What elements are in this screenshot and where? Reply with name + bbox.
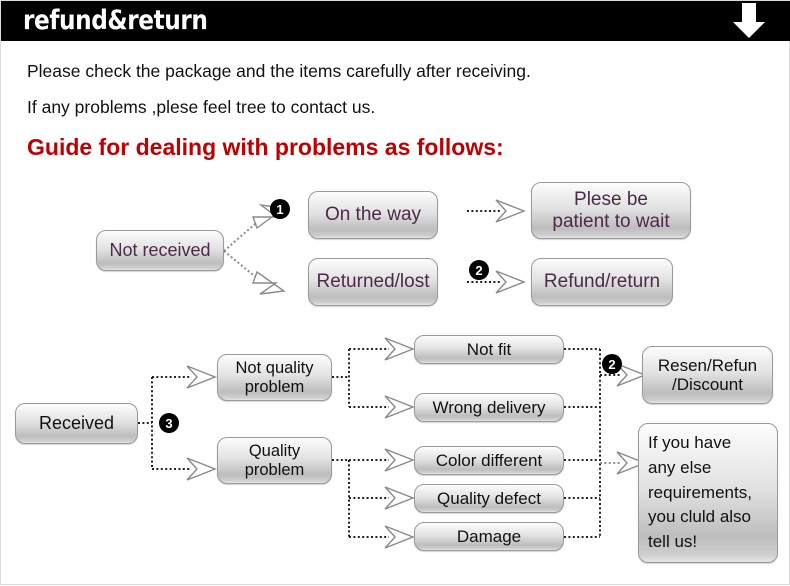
badge-label: 3 xyxy=(165,415,173,431)
node-label: Resen/Refun /Discount xyxy=(657,355,758,394)
header-bar: refund&return xyxy=(1,1,790,41)
node-label: Not received xyxy=(109,240,211,261)
node-wrong-delivery[interactable]: Wrong delivery xyxy=(414,393,564,422)
intro-line-1: Please check the package and the items c… xyxy=(27,61,531,81)
arrow-down-icon xyxy=(733,3,765,38)
node-refund-return[interactable]: Refund/return xyxy=(531,258,673,306)
node-label: Color different xyxy=(435,450,543,470)
node-label: Received xyxy=(38,413,115,434)
badge-step-3: 3 xyxy=(159,413,179,433)
node-label: Wrong delivery xyxy=(432,397,546,417)
node-label: Returned/lost xyxy=(316,271,430,293)
node-label: Quality problem xyxy=(244,442,305,479)
node-label: Refund/return xyxy=(543,271,661,293)
badge-label: 2 xyxy=(608,356,616,372)
badge-step-2b: 2 xyxy=(602,354,622,374)
node-received[interactable]: Received xyxy=(15,403,138,444)
guide-heading: Guide for dealing with problems as follo… xyxy=(27,134,504,160)
node-not-received[interactable]: Not received xyxy=(96,230,224,271)
node-not-quality-problem[interactable]: Not quality problem xyxy=(217,354,332,401)
node-color-different[interactable]: Color different xyxy=(414,446,564,475)
node-quality-problem[interactable]: Quality problem xyxy=(217,437,332,484)
node-label: Quality defect xyxy=(437,488,541,508)
node-label: Damage xyxy=(456,526,522,546)
node-returned-lost[interactable]: Returned/lost xyxy=(308,258,438,306)
badge-label: 2 xyxy=(475,262,483,278)
node-damage[interactable]: Damage xyxy=(414,522,564,551)
node-label: Plese be patient to wait xyxy=(552,189,670,232)
node-label: If you have any else requirements, you c… xyxy=(648,433,752,551)
node-not-fit[interactable]: Not fit xyxy=(414,335,564,364)
node-label: Not fit xyxy=(466,339,512,359)
node-plese-be-patient[interactable]: Plese be patient to wait xyxy=(531,182,691,239)
page-title: refund&return xyxy=(23,5,208,36)
badge-label: 1 xyxy=(276,201,284,217)
node-resend-refund-discount[interactable]: Resen/Refun /Discount xyxy=(642,346,773,404)
node-label: On the way xyxy=(324,204,422,226)
node-on-the-way[interactable]: On the way xyxy=(308,191,438,239)
badge-step-2: 2 xyxy=(469,260,489,280)
node-label: Not quality problem xyxy=(235,359,314,396)
node-tell-us[interactable]: If you have any else requirements, you c… xyxy=(638,423,778,563)
badge-step-1: 1 xyxy=(270,199,290,219)
node-quality-defect[interactable]: Quality defect xyxy=(414,484,564,513)
intro-line-2: If any problems ,plese feel tree to cont… xyxy=(27,97,376,117)
